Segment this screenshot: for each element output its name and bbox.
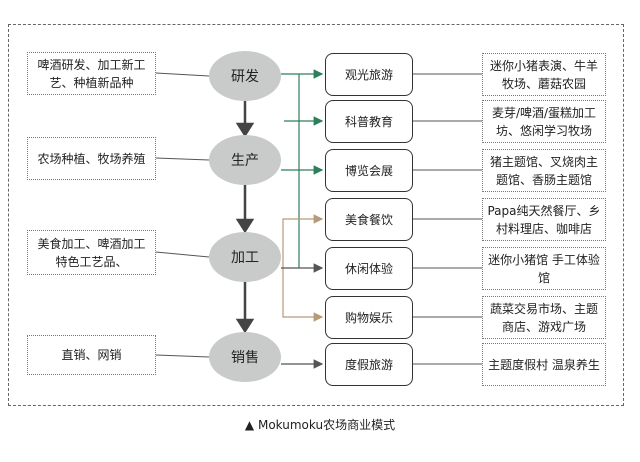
detail-box: Papa纯天然餐厅、乡村料理店、咖啡店 — [482, 198, 606, 241]
input-box-sales: 直销、网销 — [27, 335, 156, 375]
detail-box: 迷你小猪表演、牛羊牧场、蘑菇农园 — [482, 53, 606, 96]
stage-rd: 研发 — [209, 51, 281, 101]
business-leisure: 休闲体验 — [325, 247, 413, 290]
detail-box: 迷你小猪馆 手工体验馆 — [482, 247, 606, 290]
input-box-rd: 啤酒研发、加工新工艺、种植新品种 — [27, 52, 156, 95]
input-box-production: 农场种植、牧场养殖 — [27, 137, 156, 180]
business-dining: 美食餐饮 — [325, 198, 413, 241]
detail-box: 蔬菜交易市场、主题商店、游戏广场 — [482, 296, 606, 339]
stage-sales: 销售 — [209, 332, 281, 382]
business-exhibition: 博览会展 — [325, 149, 413, 192]
stage-processing: 加工 — [209, 232, 281, 282]
business-sightseeing: 观光旅游 — [325, 53, 413, 96]
detail-box: 猪主题馆、叉烧肉主题馆、香肠主题馆 — [482, 149, 606, 192]
detail-box: 麦芽/啤酒/蛋糕加工坊、悠闲学习牧场 — [482, 100, 606, 143]
input-box-processing: 美食加工、啤酒加工特色工艺品、 — [27, 230, 156, 275]
stage-production: 生产 — [209, 135, 281, 185]
business-shopping: 购物娱乐 — [325, 296, 413, 339]
caption: ▲ Mokumoku农场商业模式 — [244, 418, 396, 432]
detail-box: 主题度假村 温泉养生 — [482, 343, 606, 386]
business-education: 科普教育 — [325, 100, 413, 143]
diagram-frame — [8, 24, 624, 406]
business-resort: 度假旅游 — [325, 343, 413, 386]
